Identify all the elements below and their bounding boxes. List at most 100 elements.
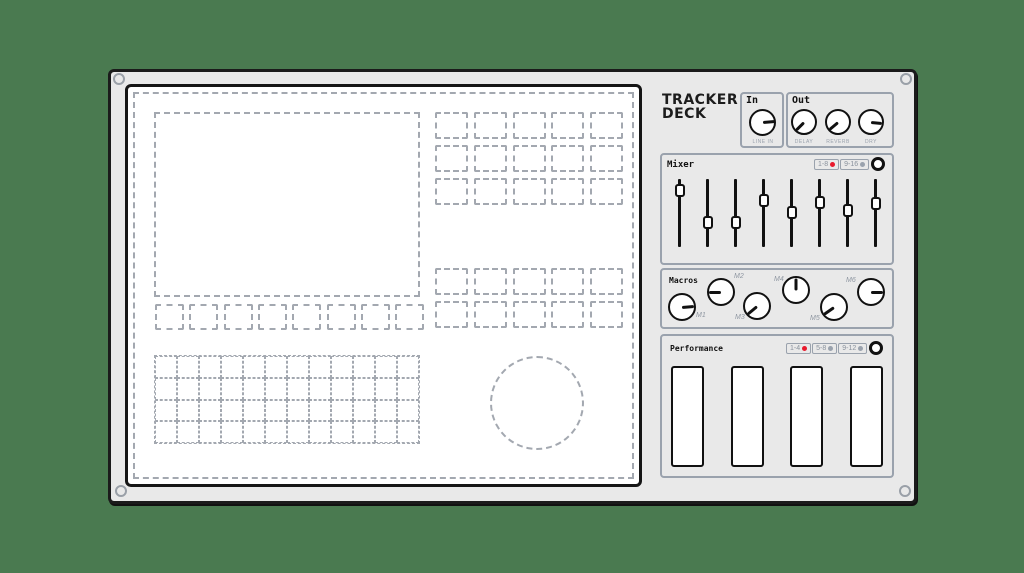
display-button[interactable] <box>395 304 425 330</box>
bank-tab-9-12[interactable]: 9-12 <box>838 342 868 354</box>
step-key[interactable] <box>331 377 353 400</box>
performance-pad[interactable] <box>671 366 704 467</box>
pad-button[interactable] <box>512 145 546 172</box>
display-button[interactable] <box>360 304 390 330</box>
pad-button[interactable] <box>590 112 624 139</box>
step-key[interactable] <box>375 421 397 443</box>
step-key[interactable] <box>287 377 309 400</box>
fader-handle[interactable] <box>702 215 713 229</box>
fader-handle[interactable] <box>842 203 853 217</box>
step-key[interactable] <box>221 377 243 400</box>
display-button[interactable] <box>292 304 322 330</box>
macro-knob-m3[interactable] <box>743 292 771 320</box>
step-key[interactable] <box>155 421 177 443</box>
step-key[interactable] <box>331 399 353 422</box>
fader-handle[interactable] <box>870 197 881 211</box>
pad-button[interactable] <box>551 112 585 139</box>
macro-knob-m1[interactable] <box>668 293 696 321</box>
step-key[interactable] <box>309 399 331 422</box>
pad-button[interactable] <box>512 301 546 328</box>
fader-handle[interactable] <box>758 194 769 208</box>
pad-button[interactable] <box>435 301 468 328</box>
step-key[interactable] <box>265 399 287 422</box>
display-button[interactable] <box>155 304 184 330</box>
performance-pad[interactable] <box>731 366 764 467</box>
step-key[interactable] <box>177 356 199 378</box>
bank-select-button[interactable] <box>871 157 886 171</box>
pad-button[interactable] <box>590 268 624 295</box>
display-button[interactable] <box>257 304 287 330</box>
step-key[interactable] <box>155 399 177 422</box>
pad-button[interactable] <box>551 301 585 328</box>
bank-tab-5-8[interactable]: 5-8 <box>812 342 838 354</box>
step-key[interactable] <box>243 421 265 443</box>
step-key[interactable] <box>199 421 221 443</box>
pad-button[interactable] <box>473 145 507 172</box>
step-key[interactable] <box>309 377 331 400</box>
step-key[interactable] <box>243 356 265 378</box>
pad-button[interactable] <box>512 268 546 295</box>
step-key[interactable] <box>221 356 243 378</box>
step-key[interactable] <box>287 399 309 422</box>
step-key[interactable] <box>177 377 199 400</box>
pad-button[interactable] <box>590 178 624 205</box>
pad-button[interactable] <box>473 178 507 205</box>
display-button[interactable] <box>189 304 219 330</box>
macro-knob-m4[interactable] <box>782 276 810 304</box>
jog-wheel[interactable] <box>490 356 584 450</box>
step-key[interactable] <box>331 421 353 443</box>
step-key[interactable] <box>397 399 419 422</box>
step-key[interactable] <box>155 377 177 400</box>
step-key[interactable] <box>199 399 221 422</box>
step-key[interactable] <box>265 356 287 378</box>
pad-button[interactable] <box>551 178 585 205</box>
pad-button[interactable] <box>473 268 507 295</box>
display-button[interactable] <box>326 304 356 330</box>
out-dry-knob[interactable] <box>858 109 884 135</box>
bank-select-button[interactable] <box>869 341 884 355</box>
fader-handle[interactable] <box>814 196 825 209</box>
pad-button[interactable] <box>512 178 546 205</box>
step-key[interactable] <box>397 356 419 378</box>
step-key[interactable] <box>375 356 397 378</box>
out-reverb-knob[interactable] <box>825 109 851 135</box>
step-key[interactable] <box>177 399 199 422</box>
step-key[interactable] <box>397 421 419 443</box>
fader-handle[interactable] <box>674 184 685 197</box>
macro-knob-m2[interactable] <box>707 278 735 306</box>
step-key[interactable] <box>353 377 375 400</box>
step-key[interactable] <box>375 377 397 400</box>
fader-handle[interactable] <box>730 215 741 229</box>
display-button[interactable] <box>223 304 253 330</box>
pad-button[interactable] <box>512 112 546 139</box>
step-key[interactable] <box>199 377 221 400</box>
step-key[interactable] <box>265 421 287 443</box>
macro-knob-m6[interactable] <box>857 278 885 306</box>
fader-track[interactable] <box>678 179 681 247</box>
step-key[interactable] <box>397 377 419 400</box>
main-display[interactable] <box>154 112 420 297</box>
step-key[interactable] <box>221 399 243 422</box>
line-in-knob[interactable] <box>749 109 776 136</box>
step-key[interactable] <box>309 421 331 443</box>
performance-pad[interactable] <box>790 366 823 467</box>
step-key[interactable] <box>353 399 375 422</box>
step-key[interactable] <box>243 377 265 400</box>
step-key[interactable] <box>243 399 265 422</box>
fader-handle[interactable] <box>786 206 797 220</box>
bank-tab-9-16[interactable]: 9-16 <box>840 158 870 170</box>
pad-button[interactable] <box>590 301 624 328</box>
step-key[interactable] <box>199 356 221 378</box>
pad-button[interactable] <box>473 112 507 139</box>
fader-track[interactable] <box>818 179 821 247</box>
step-key[interactable] <box>375 399 397 422</box>
bank-tab-1-4[interactable]: 1-4 <box>786 342 812 354</box>
pad-button[interactable] <box>551 268 585 295</box>
step-key[interactable] <box>331 356 353 378</box>
fader-track[interactable] <box>734 179 737 247</box>
pad-button[interactable] <box>590 145 624 172</box>
step-key[interactable] <box>287 421 309 443</box>
step-key[interactable] <box>221 421 243 443</box>
pad-button[interactable] <box>473 301 507 328</box>
fader-track[interactable] <box>762 179 765 247</box>
